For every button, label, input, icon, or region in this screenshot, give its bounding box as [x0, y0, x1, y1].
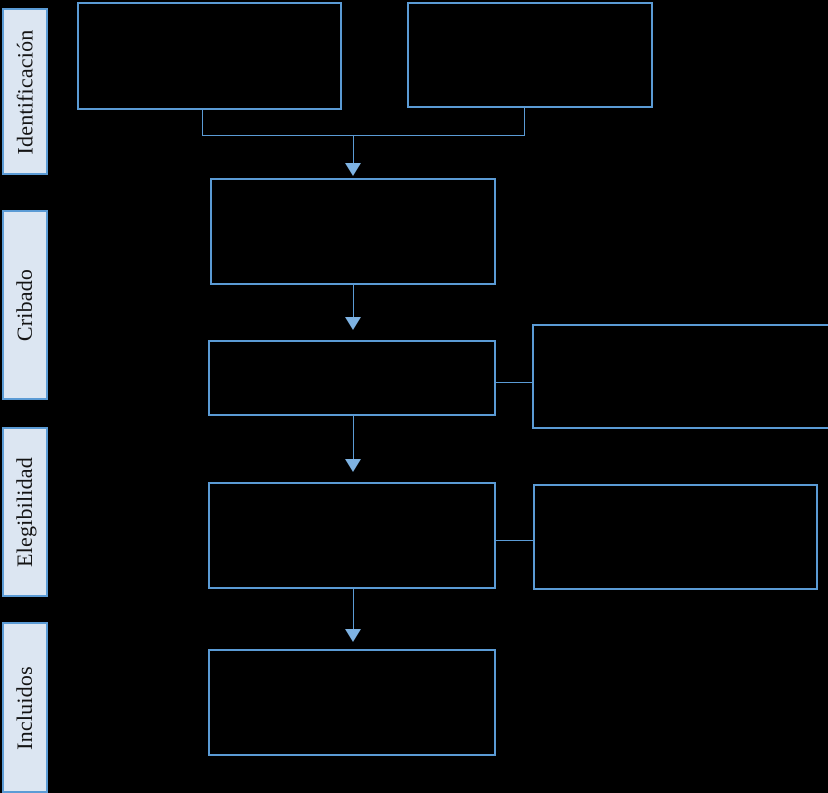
arrow-head-to-screened: [345, 317, 361, 330]
box-records-identified-databases: [77, 2, 342, 110]
box-full-text-assessed: [208, 482, 496, 589]
box-records-identified-other: [407, 2, 653, 108]
arrow-head-to-fulltext: [345, 459, 361, 472]
stage-box-identificacion: Identificación: [2, 8, 48, 175]
connector-screened-to-excluded: [496, 382, 534, 383]
arrow-head-to-duplicates: [345, 163, 361, 176]
box-records-after-duplicates: [210, 178, 496, 285]
arrow-head-to-included: [345, 629, 361, 642]
connector-merge-to-duplicates: [353, 135, 354, 165]
stage-box-incluidos: Incluidos: [2, 622, 48, 793]
box-full-text-excluded: [533, 484, 818, 590]
stage-label-incluidos: Incluidos: [12, 665, 37, 750]
stage-label-elegibilidad: Elegibilidad: [12, 457, 37, 567]
connector-duplicates-to-screened: [353, 285, 354, 318]
box-studies-included: [208, 649, 496, 756]
connector-fulltext-to-included: [353, 589, 354, 635]
stage-label-cribado: Cribado: [12, 268, 37, 342]
connector-screened-to-fulltext: [353, 416, 354, 466]
connector-identified-other-stub: [524, 108, 525, 136]
connector-fulltext-to-excluded: [496, 540, 535, 541]
stage-label-identificacion: Identificación: [12, 29, 37, 154]
connector-identification-merge-bus: [202, 135, 525, 136]
box-records-excluded: [532, 324, 828, 429]
stage-box-cribado: Cribado: [2, 210, 48, 400]
stage-box-elegibilidad: Elegibilidad: [2, 427, 48, 597]
connector-identified-databases-stub: [202, 110, 203, 136]
box-records-screened: [208, 340, 496, 416]
